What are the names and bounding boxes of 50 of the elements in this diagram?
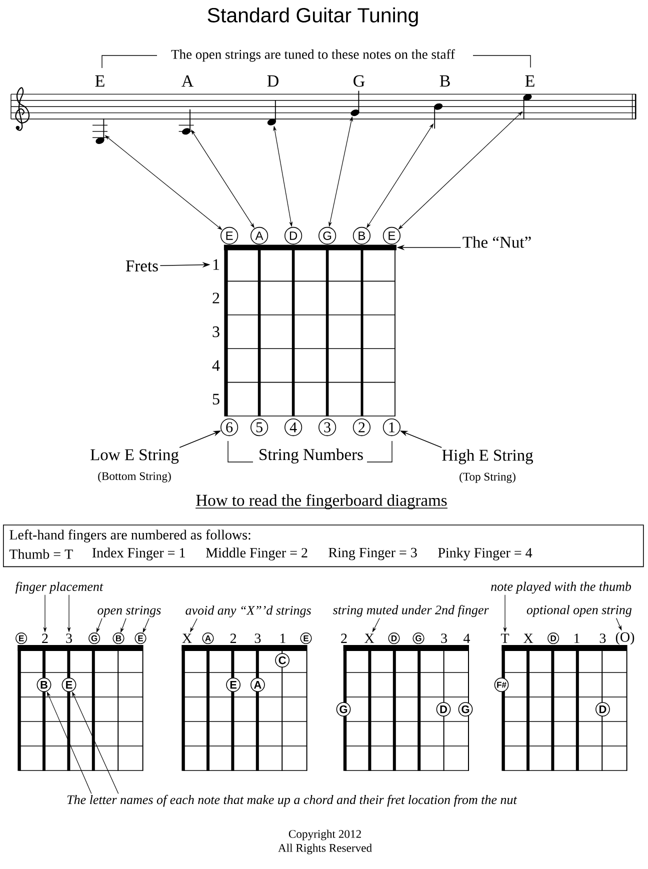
music-note [434,103,443,130]
annotation-text: finger placement [15,582,104,594]
note-name: E [525,75,534,87]
finger-number: 2 [230,634,236,643]
annotation-text: The letter names of each note that make up a chord and their fret location from the nut [67,794,518,807]
callout-label: The “Nut” [462,236,531,248]
music-note [178,108,194,135]
x-mark: X [182,634,192,643]
finger-number: 1 [280,634,286,643]
annotation-text: open strings [98,606,161,618]
finger-number: 3 [441,634,447,644]
finger-number: 4 [463,634,470,643]
bracket-label: The open strings are tuned to these notes on the staff [171,49,455,62]
open-string-mark: (O) [616,632,634,645]
music-note [92,118,108,144]
annotation-text: avoid any “X”’d strings [186,606,311,618]
callout-label: Low E String (Bottom String) [90,449,179,482]
copyright-text: All Rights Reserved [278,844,372,854]
finger-number: 2 [42,634,48,643]
finger-number: 3 [600,634,606,644]
fret-number: 5 [212,394,220,405]
x-mark: X [364,634,374,643]
fret-number: 4 [212,360,220,371]
bracket-label: String Numbers [260,448,363,464]
thumb-mark: T [500,634,510,643]
fret-number: 3 [212,326,220,338]
title: Standard Guitar Tuning [208,7,418,27]
annotation-text: optional open string [526,605,632,617]
finger-number: 3 [254,634,261,644]
fret-number: 1 [213,259,220,270]
note-name: B [440,75,450,87]
callout-label: Frets [126,260,158,272]
note-name: D [267,75,278,87]
callout-label: High E String (Top String) [442,449,534,483]
annotation-text: string muted under 2nd finger [332,605,489,617]
finger-number: 2 [341,634,347,643]
copyright-text: Copyright 2012 [288,830,361,840]
music-note [523,94,532,120]
fret-number: 2 [212,292,220,304]
finger-number: 3 [66,634,72,644]
section-heading: How to read the fingerboard diagrams [195,494,448,510]
music-note [350,90,360,116]
finger-number: 1 [574,634,580,643]
note-name: E [95,75,104,87]
annotation-text: note played with the thumb [491,582,632,594]
note-name: G [354,75,365,87]
note-name: A [182,75,194,87]
info-box: Left-hand fingers are numbered as follows: Thumb = T Index Finger = 1 Middle Finger = 2 Ring Finger = 3 Pinky Finger = 4 [3,524,644,568]
x-mark: X [524,634,534,643]
music-note [267,100,276,126]
